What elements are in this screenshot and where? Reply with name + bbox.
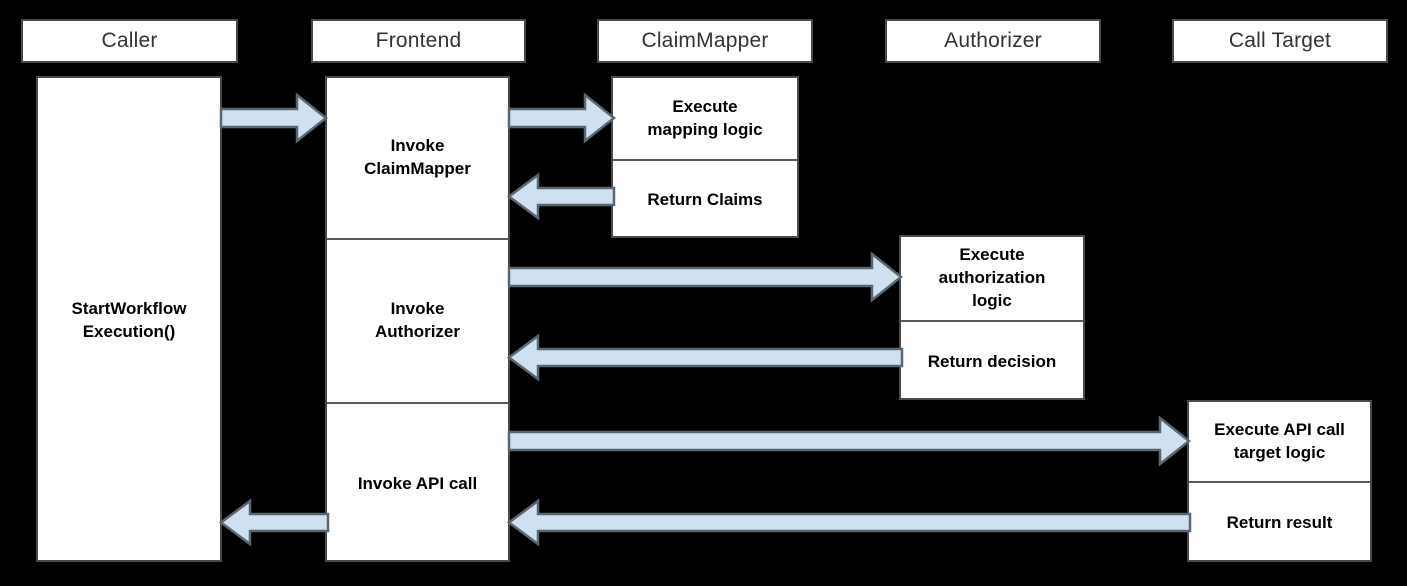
message-arrow-calltarget-to-frontend[interactable] bbox=[506, 498, 1192, 547]
message-arrow-frontend-to-calltarget[interactable] bbox=[507, 415, 1192, 467]
activation-segment-claimmapper-1: Return Claims bbox=[613, 159, 797, 240]
participant-header-caller[interactable]: Caller bbox=[21, 19, 238, 63]
activation-segment-authorizer-1: Return decision bbox=[901, 320, 1083, 402]
activation-label-claimmapper-1: Return Claims bbox=[647, 190, 763, 210]
message-arrow-caller-to-frontend[interactable] bbox=[219, 92, 329, 144]
message-arrow-frontend-to-authorizer[interactable] bbox=[507, 251, 904, 303]
participant-label-authorizer: Authorizer bbox=[944, 29, 1042, 52]
participant-header-frontend[interactable]: Frontend bbox=[311, 19, 526, 63]
message-arrow-authorizer-to-frontend[interactable] bbox=[506, 333, 904, 382]
participant-header-calltarget[interactable]: Call Target bbox=[1172, 19, 1388, 63]
participant-label-caller: Caller bbox=[101, 29, 158, 52]
participant-label-claimmapper: ClaimMapper bbox=[641, 29, 769, 52]
activation-segment-frontend-2: Invoke API call bbox=[327, 402, 508, 564]
message-arrow-claimmapper-to-frontend[interactable] bbox=[506, 172, 616, 221]
message-arrow-frontend-to-claimmapper[interactable] bbox=[507, 92, 617, 144]
participant-header-authorizer[interactable]: Authorizer bbox=[885, 19, 1101, 63]
activation-label-calltarget-1: Return result bbox=[1226, 513, 1333, 533]
participant-header-claimmapper[interactable]: ClaimMapper bbox=[597, 19, 813, 63]
activation-segment-calltarget-1: Return result bbox=[1189, 481, 1370, 564]
participant-label-calltarget: Call Target bbox=[1228, 29, 1332, 52]
activation-label-authorizer-1: Return decision bbox=[927, 351, 1057, 371]
activation-label-frontend-2: Invoke API call bbox=[357, 473, 478, 493]
message-arrow-frontend-to-caller[interactable] bbox=[218, 498, 330, 547]
participant-label-frontend: Frontend bbox=[375, 29, 462, 52]
